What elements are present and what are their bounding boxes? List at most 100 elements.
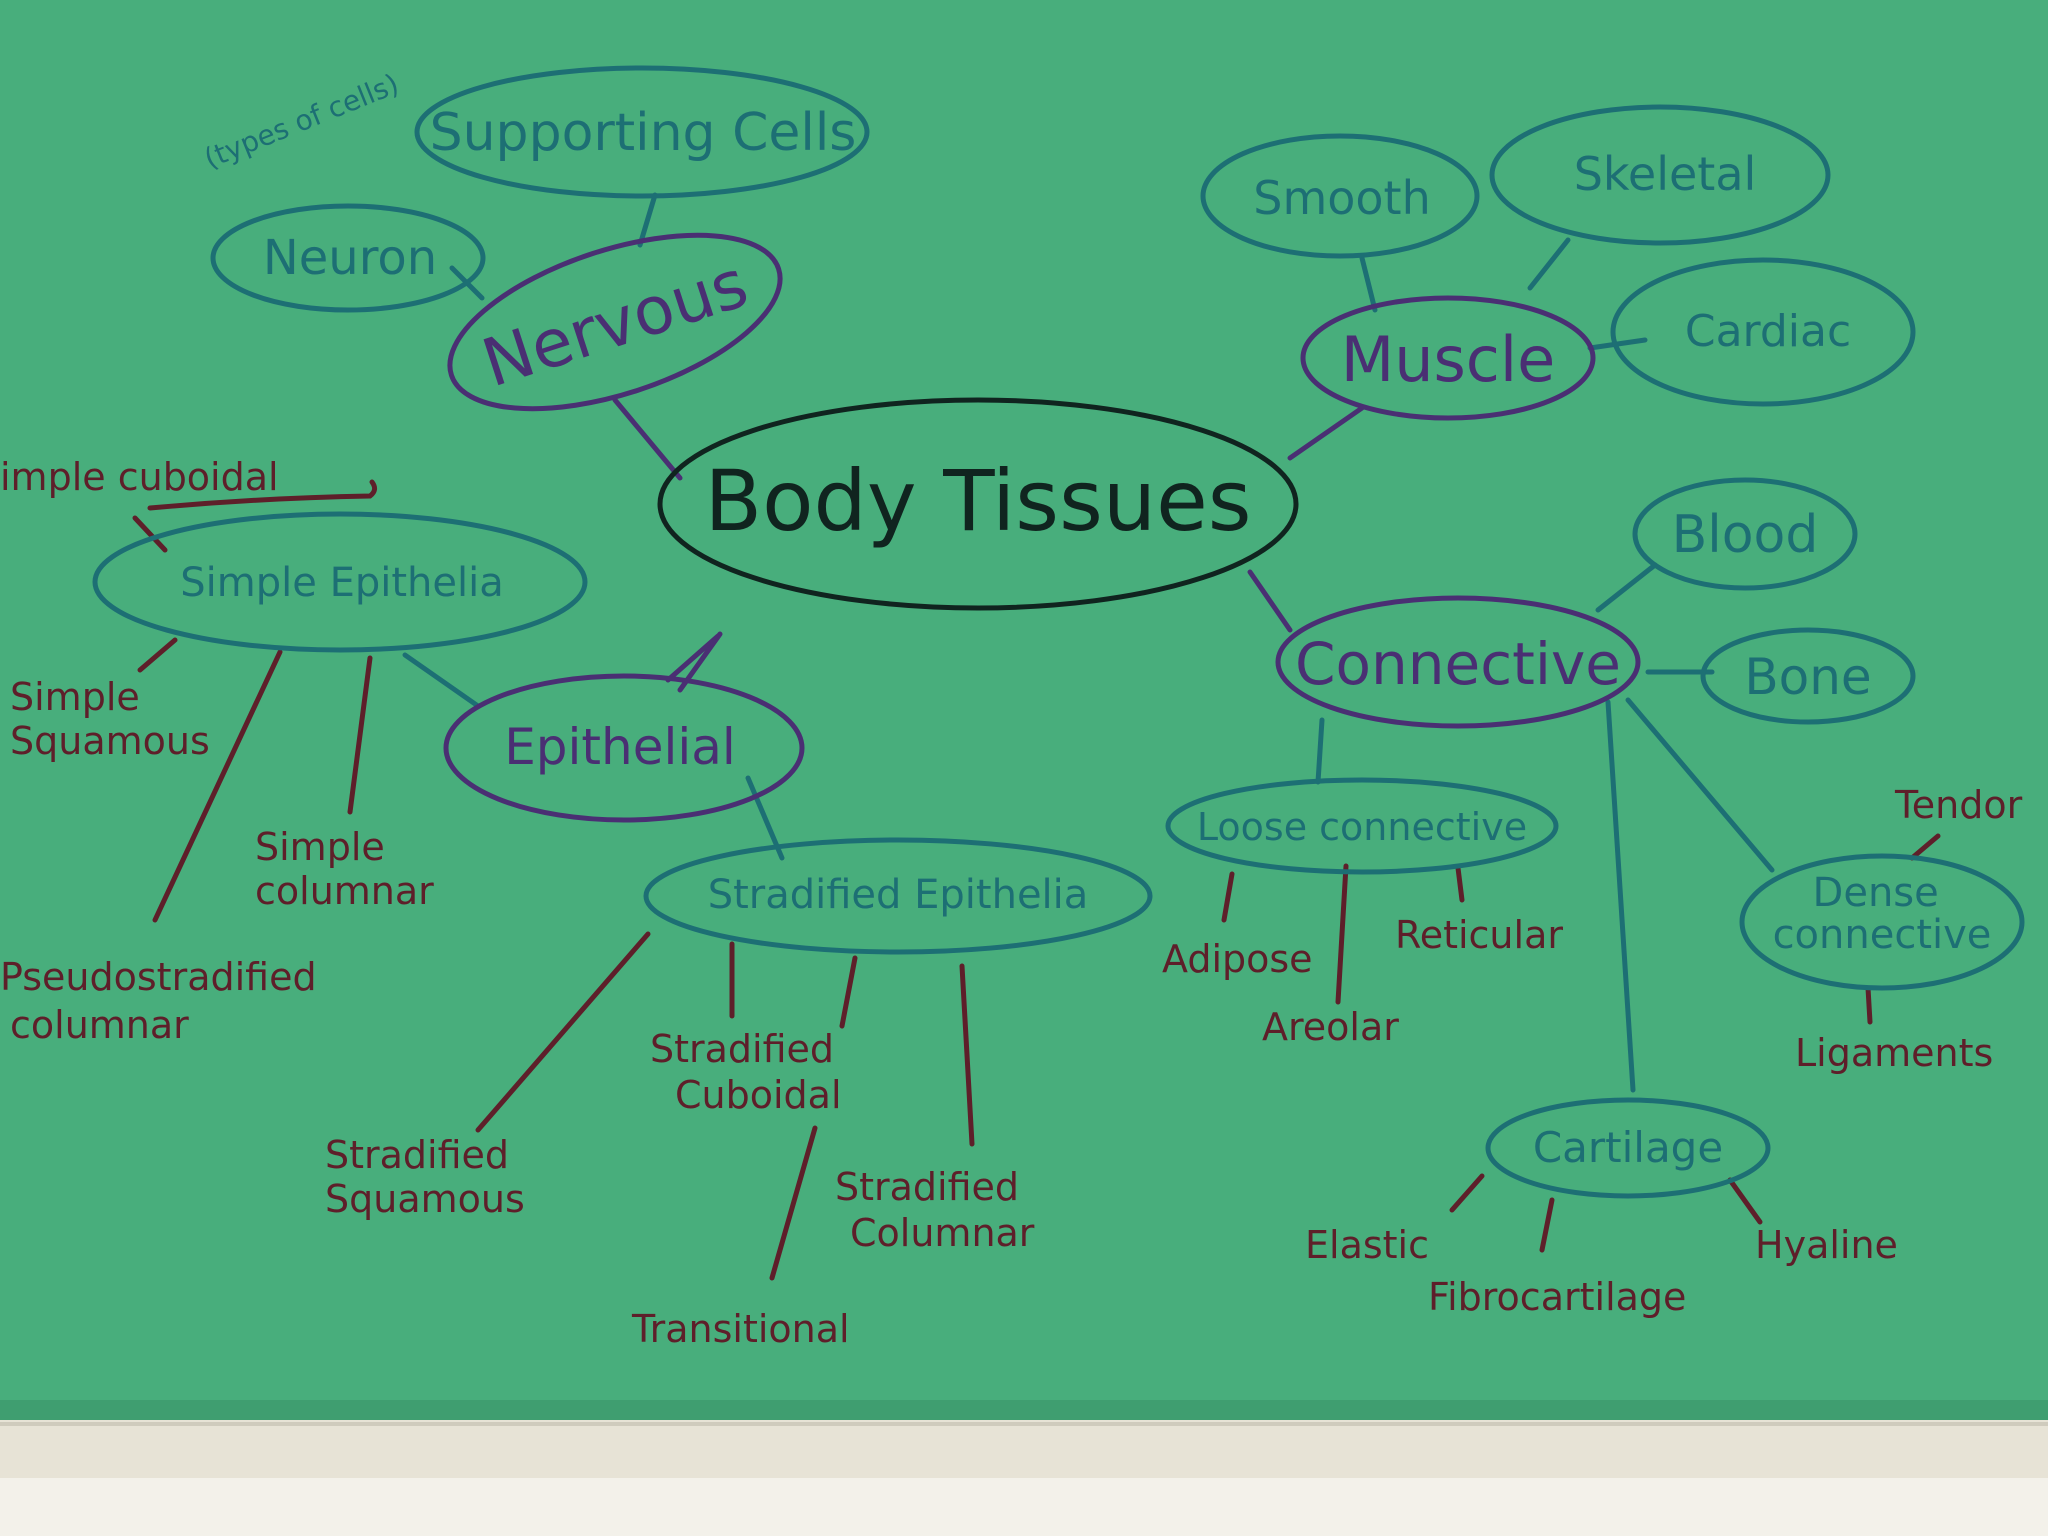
muscle-label: Muscle — [1341, 323, 1556, 396]
smooth-outline — [1200, 133, 1480, 259]
bone-outline — [1700, 627, 1916, 725]
connector-epithelial-simple — [402, 652, 481, 709]
connector-body-connective — [1247, 569, 1293, 633]
connector-simple-cuboidal — [132, 515, 168, 553]
connector-pseudostratified — [152, 649, 283, 923]
dense-connective-label: Dense connective — [1773, 870, 1992, 958]
underline-simple-cuboidal — [147, 479, 378, 511]
muscle-outline — [1300, 295, 1596, 421]
elastic-label: Elastic — [1305, 1223, 1429, 1267]
simple-squamous-label: Simple Squamous — [10, 675, 210, 763]
neuron-outline — [210, 203, 486, 313]
pseudostratified-line: columnar — [10, 1003, 189, 1047]
hyaline-label: Hyaline — [1755, 1223, 1898, 1267]
stratified-squamous-label: Stradified Squamous — [325, 1133, 525, 1221]
stratified-columnar-label: Stradified Columnar — [835, 1165, 1035, 1255]
connector-ligaments — [1865, 985, 1873, 1025]
simple-squamous-line: Squamous — [10, 719, 210, 763]
transitional-label: Transitional — [631, 1307, 850, 1351]
leaf-labels: imple cuboidal Simple Squamous Simple co… — [0, 455, 2023, 1351]
connector-tendons — [1909, 833, 1941, 861]
smooth-label: Smooth — [1253, 171, 1431, 225]
ligaments-label: Ligaments — [1795, 1031, 1993, 1075]
cartilage-label: Cartilage — [1533, 1123, 1723, 1172]
cartilage-outline — [1485, 1097, 1771, 1199]
connector-str-cuboidal-b — [839, 955, 858, 1029]
areolar-label: Areolar — [1262, 1005, 1399, 1049]
connector-reticular — [1455, 865, 1465, 903]
connector-connective-dense — [1625, 697, 1775, 873]
whiteboard-ledge — [0, 1420, 2048, 1480]
dense-connective-outline — [1739, 853, 2025, 991]
blood-outline — [1632, 477, 1858, 591]
stratified-cuboidal-line: Cuboidal — [675, 1073, 842, 1117]
tendons-label: Tendor — [1894, 783, 2023, 827]
connective-label: Connective — [1295, 630, 1621, 698]
stratified-epithelia-label: Stradified Epithelia — [708, 872, 1089, 918]
stratified-columnar-line: Stradified — [835, 1165, 1019, 1209]
connector-elastic — [1449, 1173, 1485, 1213]
connective-outline — [1275, 595, 1641, 729]
simple-columnar-line: columnar — [255, 869, 434, 913]
adipose-label: Adipose — [1162, 937, 1313, 981]
stratified-columnar-line: Columnar — [850, 1211, 1035, 1255]
leaf-connectors — [132, 479, 1941, 1281]
loose-connective-label: Loose connective — [1197, 805, 1527, 849]
connector-connective-loose — [1315, 717, 1325, 785]
bone-label: Bone — [1744, 648, 1871, 706]
stratified-squamous-line: Squamous — [325, 1177, 525, 1221]
connector-body-nervous — [612, 397, 683, 481]
node-outlines — [92, 65, 2025, 1199]
skeletal-label: Skeletal — [1574, 147, 1757, 201]
connector-simple-columnar — [347, 655, 373, 815]
tick-epithelial — [665, 633, 721, 683]
cardiac-label: Cardiac — [1685, 306, 1851, 357]
body-tissues-label: Body Tissues — [704, 452, 1251, 550]
cardiac-outline — [1610, 257, 1916, 407]
green-paper — [0, 0, 2048, 1420]
stratified-cuboidal-line: Stradified — [650, 1027, 834, 1071]
dense-connective-label-line: Dense — [1813, 870, 1939, 916]
nervous-outline — [447, 232, 783, 412]
connector-muscle-smooth — [1359, 255, 1378, 313]
connector-connective-cartilage — [1605, 699, 1636, 1093]
connector-muscle-skeletal — [1527, 237, 1571, 291]
connector-body-muscle — [1287, 405, 1365, 461]
dense-connective-label-line: connective — [1773, 912, 1992, 958]
pseudostratified-line: Pseudostradified — [0, 955, 317, 999]
supporting-cells-label: Supporting Cells — [430, 103, 857, 163]
connector-str-squamous — [475, 931, 651, 1133]
stratified-cuboidal-label: Stradified Cuboidal — [650, 1027, 846, 1117]
connector-connective-blood — [1595, 562, 1658, 613]
epithelial-label: Epithelial — [504, 718, 736, 776]
fibrocartilage-label: Fibrocartilage — [1428, 1275, 1686, 1319]
connector-fibrocartilage — [1539, 1197, 1555, 1253]
connector-adipose — [1221, 871, 1235, 923]
simple-epithelia-label: Simple Epithelia — [180, 560, 503, 606]
reticular-label: Reticular — [1395, 913, 1563, 957]
supporting-cells-outline — [414, 65, 870, 199]
connector-nervous-supporting — [637, 192, 658, 248]
paper-bottom-edge — [0, 1400, 2048, 1422]
epithelial-outline — [443, 673, 805, 823]
connector-str-columnar — [959, 963, 975, 1147]
simple-columnar-line: Simple — [255, 825, 385, 869]
connector-hyaline — [1727, 1177, 1763, 1225]
connector-areolar — [1335, 863, 1349, 1005]
connector-simple-squamous — [137, 637, 178, 673]
neuron-label: Neuron — [263, 230, 437, 286]
simple-epithelia-outline — [92, 511, 588, 653]
stratified-squamous-line: Stradified — [325, 1133, 509, 1177]
connector-transitional — [769, 1125, 818, 1281]
body-tissues-outline — [657, 397, 1299, 611]
simple-squamous-line: Simple — [10, 675, 140, 719]
skeletal-outline — [1489, 104, 1831, 246]
blood-label: Blood — [1672, 505, 1819, 565]
loose-connective-outline — [1165, 777, 1559, 875]
stratified-epithelia-outline — [643, 837, 1153, 955]
simple-cuboidal-label: imple cuboidal — [0, 455, 279, 499]
pseudostratified-label: Pseudostradified columnar — [0, 955, 329, 1047]
simple-columnar-label: Simple columnar — [255, 825, 434, 913]
